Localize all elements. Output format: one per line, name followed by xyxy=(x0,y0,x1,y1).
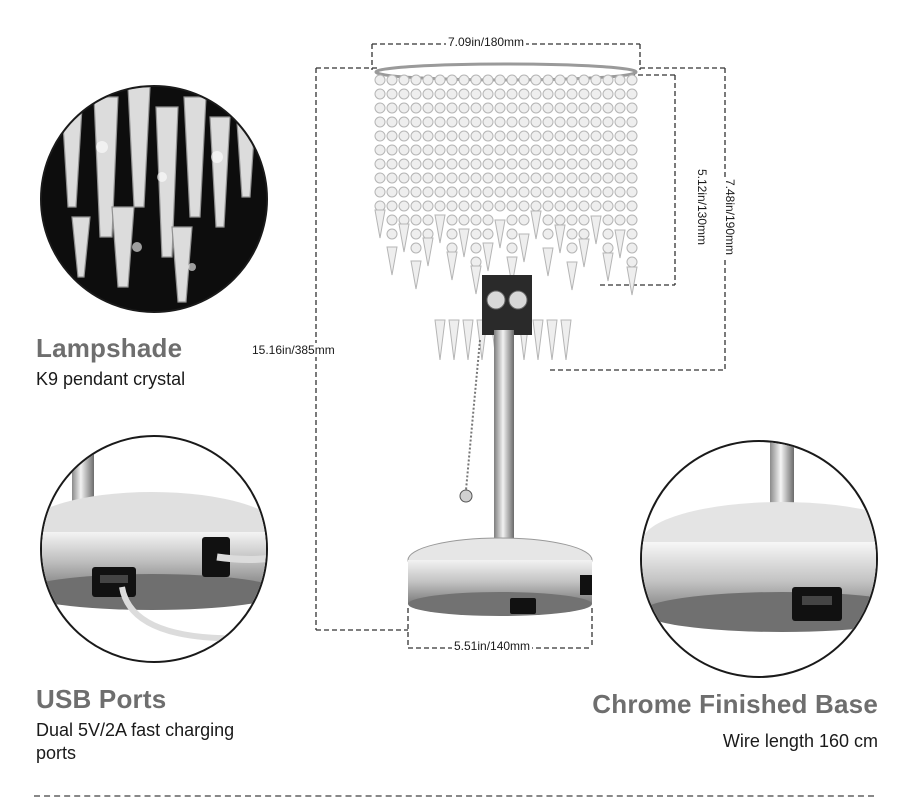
lampshade-description: K9 pendant crystal xyxy=(36,369,186,389)
upper-height-dimension: 7.48in/190mm xyxy=(723,176,738,258)
chrome-base-closeup-image xyxy=(640,440,878,678)
bottom-dashed-divider xyxy=(34,795,874,797)
shade-height-dimension: 5.12in/130mm xyxy=(695,166,710,248)
chrome-base-description: Wire length 160 cm xyxy=(722,731,878,751)
lamp-product-illustration xyxy=(315,43,726,649)
usb-port-closeup-image xyxy=(40,435,268,663)
base-diameter-dimension: 5.51in/140mm xyxy=(452,639,533,653)
crystal-closeup-image xyxy=(40,85,268,313)
lampshade-heading: Lampshade xyxy=(36,333,183,363)
usb-ports-heading: USB Ports xyxy=(36,684,167,714)
chrome-base-heading: Chrome Finished Base xyxy=(592,689,878,719)
total-height-dimension: 15.16in/385mm xyxy=(250,343,337,357)
usb-ports-description: Dual 5V/2A fast charging ports xyxy=(36,720,235,763)
shade-width-dimension: 7.09in/180mm xyxy=(446,35,527,49)
